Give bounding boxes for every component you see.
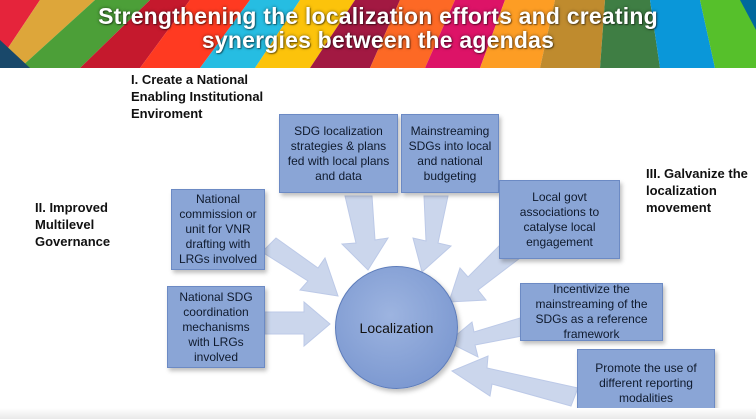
banner-pattern xyxy=(0,0,756,68)
localization-circle: Localization xyxy=(335,266,458,389)
bottom-shade xyxy=(0,408,756,419)
box-incentivize: Incentivize the mainstreaming of the SDG… xyxy=(520,282,663,341)
box-mainstreaming-budgeting: Mainstreaming SDGs into local and nation… xyxy=(401,114,499,193)
arrow-from-national-commission xyxy=(261,237,339,297)
arrow-from-coordination xyxy=(264,300,331,348)
heading-pillar2: II. Improved Multilevel Governance xyxy=(35,200,111,249)
title-banner: Strengthening the localization efforts a… xyxy=(0,0,756,68)
box-coordination-mechanisms: National SDG coordination mechanisms wit… xyxy=(167,286,265,368)
arrow-from-incentivize xyxy=(447,317,523,358)
slide-title: Strengthening the localization efforts a… xyxy=(0,4,756,52)
arrow-from-mainstreaming xyxy=(412,195,453,273)
slide-title-line2: synergies between the agendas xyxy=(201,27,555,53)
arrow-from-sdg-strategies xyxy=(340,195,390,271)
slide-title-line1: Strengthening the localization efforts a… xyxy=(98,3,658,29)
localization-label: Localization xyxy=(359,319,434,336)
box-local-govt-associations: Local govt associations to catalyse loca… xyxy=(499,180,620,259)
heading-pillar1: I. Create a National Enabling Institutio… xyxy=(131,72,264,121)
heading-pillar3: III. Galvanize the localization movement xyxy=(646,166,748,215)
arrow-from-reporting xyxy=(450,355,579,407)
box-reporting-modalities: Promote the use of different reporting m… xyxy=(577,349,715,417)
box-sdg-localization-strategies: SDG localization strategies & plans fed … xyxy=(279,114,398,193)
box-national-commission: National commission or unit for VNR draf… xyxy=(171,189,265,270)
